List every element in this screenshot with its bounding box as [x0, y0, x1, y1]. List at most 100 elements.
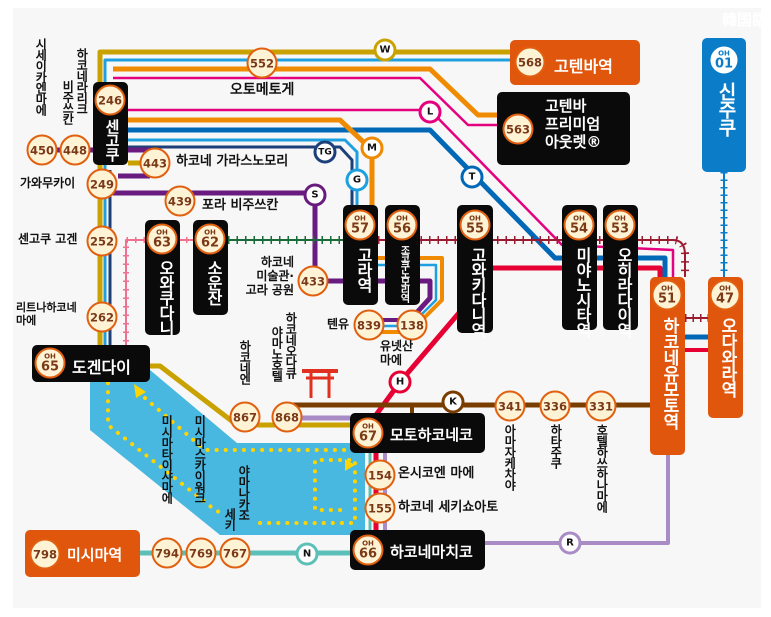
code-prefix: OH — [719, 284, 731, 292]
stop-label-line: 미술관· — [256, 268, 294, 283]
station-gotemba[interactable]: 568 고텐바역 — [510, 40, 640, 85]
code-prefix: OH — [362, 539, 374, 547]
route-marker-l[interactable]: L — [418, 100, 442, 124]
station-name: 미야노시타역 — [573, 247, 592, 337]
stop-252[interactable]: 252 — [86, 225, 118, 257]
code-prefix: OH — [718, 49, 730, 57]
stop-443[interactable]: 443 — [139, 147, 171, 179]
stop-155[interactable]: 155 — [364, 492, 396, 524]
stop-794[interactable]: 794 — [151, 537, 183, 569]
route-marker-t[interactable]: T — [460, 165, 484, 189]
route-marker-k[interactable]: K — [441, 390, 465, 414]
route-marker-tg[interactable]: TG — [313, 140, 337, 164]
route-marker-m[interactable]: M — [360, 136, 384, 160]
stop-433[interactable]: 433 — [297, 265, 329, 297]
stop-name: 센고쿠 — [103, 119, 121, 161]
boat-route-dotted — [258, 458, 357, 525]
stop-868[interactable]: 868 — [271, 401, 303, 433]
stop-number: 798 — [29, 538, 61, 570]
code-number: 62 — [200, 235, 220, 250]
stop-name-line: 아웃렛® — [545, 133, 602, 151]
station-name: 오히라다이역 — [614, 247, 633, 337]
stop-number: 246 — [94, 84, 126, 116]
route-marker-n[interactable]: N — [295, 542, 319, 566]
stop-448[interactable]: 448 — [59, 134, 91, 166]
line-red — [493, 265, 663, 277]
stop-154[interactable]: 154 — [364, 459, 396, 491]
stop-label: 오토메토게 — [230, 82, 295, 98]
route-marker-s[interactable]: S — [303, 183, 327, 207]
route-marker-r[interactable]: R — [558, 531, 582, 555]
stop-label: 센고쿠 고겐 — [18, 232, 78, 246]
station-name: 신주쿠 — [715, 82, 737, 136]
stop-867[interactable]: 867 — [229, 401, 261, 433]
stop-769[interactable]: 769 — [185, 537, 217, 569]
stop-gotemba-outlet[interactable]: 563 고텐바 프리미엄 아웃렛® — [497, 92, 630, 165]
stop-552[interactable]: 552 — [246, 47, 278, 79]
stop-label: 하코네오다큐 — [283, 312, 298, 378]
stop-label: 야마나카조 — [236, 465, 251, 520]
stop-450[interactable]: 450 — [26, 134, 58, 166]
station-mishima[interactable]: 798 미시마역 — [25, 530, 140, 577]
code-prefix: OH — [156, 228, 168, 236]
stop-label-line: 하코네 — [260, 255, 294, 269]
station-name: 도겐다이 — [72, 358, 131, 377]
stop-839[interactable]: 839 — [353, 309, 385, 341]
code-prefix: OH — [204, 228, 216, 236]
stop-262[interactable]: 262 — [86, 301, 118, 333]
torii-icon — [302, 369, 338, 398]
stop-label: 하코네라리크 — [74, 48, 89, 114]
stop-label: 하코네 가라스노모리 — [176, 154, 289, 169]
stop-249[interactable]: 249 — [86, 168, 118, 200]
stop-number: 568 — [514, 46, 546, 78]
station-name: 오다와라역 — [717, 317, 737, 397]
stop-767[interactable]: 767 — [219, 537, 251, 569]
stop-sengoku[interactable]: 246 센고쿠 — [93, 82, 128, 165]
stop-138[interactable]: 138 — [396, 309, 428, 341]
route-marker-h[interactable]: H — [388, 370, 412, 394]
stop-336[interactable]: 336 — [539, 390, 571, 422]
stop-label-line: 유넷산 — [380, 339, 414, 353]
route-marker-g[interactable]: G — [345, 168, 369, 192]
language-mark: 韓国語 — [722, 11, 768, 29]
stop-label: 하코네 세키쇼아토 — [398, 500, 499, 515]
stop-number: 563 — [502, 113, 534, 145]
stop-label: 하코네엔 — [237, 340, 252, 384]
tozan-railway — [378, 239, 686, 277]
boat-route-dotted — [106, 381, 227, 517]
station-name: 하코네마치코 — [390, 543, 473, 561]
boat-route-dotted — [143, 396, 357, 452]
code-number: 54 — [569, 221, 589, 236]
stop-label: 세키 — [222, 508, 237, 530]
stop-341[interactable]: 341 — [494, 390, 526, 422]
station-name: 고라역 — [354, 247, 373, 292]
station-name: 미시마역 — [67, 546, 123, 564]
station-name: 조코쿠노모리역 — [398, 245, 409, 301]
stop-331[interactable]: 331 — [585, 390, 617, 422]
route-marker-w[interactable]: W — [373, 38, 397, 62]
stop-name-line: 고텐바 — [545, 97, 587, 115]
line-orange — [128, 117, 375, 205]
code-number: 55 — [465, 221, 485, 236]
stop-439[interactable]: 439 — [164, 185, 196, 217]
